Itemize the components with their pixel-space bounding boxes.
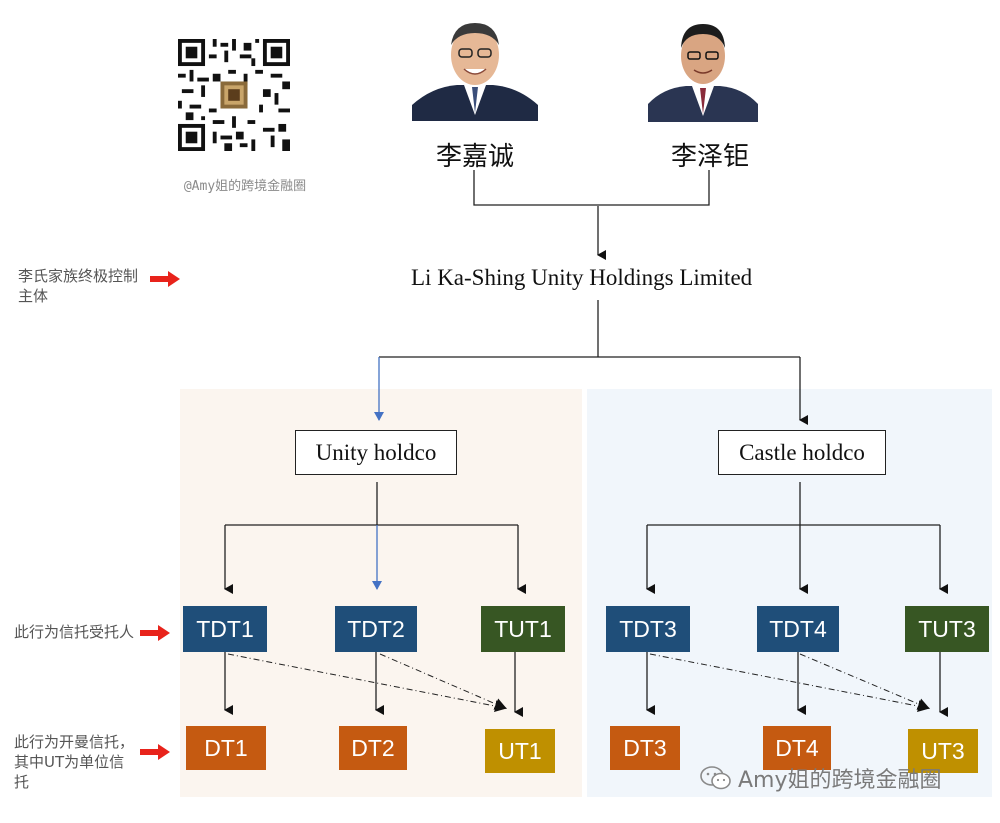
- person-name-2: 李泽钜: [670, 142, 749, 172]
- trustee-box: TUT3: [905, 606, 989, 652]
- trust-box: DT1: [186, 726, 266, 770]
- trust-box: DT4: [763, 726, 831, 770]
- trustee-box: TDT3: [606, 606, 690, 652]
- trustee-box: TDT4: [757, 606, 839, 652]
- trustee-box: TDT2: [335, 606, 417, 652]
- author-handle: @Amy姐的跨境金融圈: [183, 179, 307, 194]
- note-trust-row: 此行为开曼信托，其中UT为单位信托: [14, 733, 135, 791]
- holdco-unity: Unity holdco: [295, 430, 457, 475]
- watermark-text: Amy姐的跨境金融圈: [738, 768, 942, 793]
- trust-box: UT3: [908, 729, 978, 773]
- trustee-box: TDT1: [183, 606, 267, 652]
- red-arrow-icon: [140, 625, 170, 641]
- note-ultimate-control: 李氏家族终极控制主体: [18, 267, 139, 305]
- holdco-castle: Castle holdco: [718, 430, 886, 475]
- trust-box: UT1: [485, 729, 555, 773]
- trust-box: DT3: [610, 726, 680, 770]
- red-arrow-icon: [150, 271, 180, 287]
- red-arrow-icon: [140, 744, 170, 760]
- trust-box: DT2: [339, 726, 407, 770]
- portrait-person-2: [648, 12, 758, 122]
- note-trustee-row: 此行为信托受托人: [14, 623, 135, 641]
- wechat-icon: [700, 766, 731, 790]
- qr-code-icon: [178, 36, 290, 154]
- watermark: Amy姐的跨境金融圈: [700, 762, 942, 794]
- person-name-1: 李嘉诚: [435, 142, 514, 172]
- trustee-box: TUT1: [481, 606, 565, 652]
- top-entity: Li Ka-Shing Unity Holdings Limited: [411, 265, 753, 290]
- portrait-person-1: [412, 15, 538, 121]
